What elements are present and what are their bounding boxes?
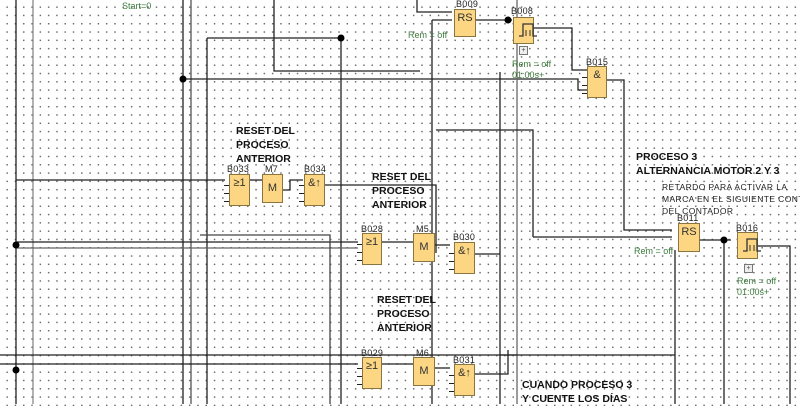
- comment-reset-3: RESET DEL PROCESO ANTERIOR: [377, 294, 436, 334]
- input-pin[interactable]: [357, 252, 362, 254]
- input-pin[interactable]: [299, 185, 304, 187]
- block-label: B028: [361, 224, 384, 234]
- junction-dot: [720, 236, 728, 244]
- block-symbol: &↑: [458, 367, 471, 379]
- rem-param: Rem = off: [408, 30, 448, 40]
- block-label: B031: [453, 355, 476, 365]
- block-symbol: ≥1: [365, 236, 379, 248]
- junction-dot: [504, 16, 512, 24]
- junction-dot: [337, 34, 345, 42]
- input-pin[interactable]: [357, 244, 362, 246]
- block-label: B015: [586, 57, 609, 67]
- wire[interactable]: [207, 37, 342, 404]
- input-pin[interactable]: [582, 77, 587, 79]
- block-label: B034: [304, 164, 327, 174]
- time-param: 01:00s+: [512, 70, 545, 80]
- input-pin[interactable]: [299, 201, 304, 203]
- block-symbol: &: [593, 69, 601, 81]
- rem-param: Rem = off: [512, 59, 552, 69]
- or-block-b033[interactable]: ≥1: [229, 174, 250, 206]
- block-label: B030: [453, 232, 476, 242]
- input-pin[interactable]: [357, 260, 362, 262]
- expand-icon[interactable]: +: [519, 46, 528, 55]
- wire[interactable]: [200, 234, 331, 404]
- wire[interactable]: [755, 245, 791, 404]
- input-pin[interactable]: [299, 193, 304, 195]
- rem-param: Rem = off: [737, 276, 777, 286]
- block-label: B029: [361, 348, 384, 358]
- input-pin[interactable]: [357, 384, 362, 386]
- input-pin[interactable]: [582, 85, 587, 87]
- block-symbol: RS: [681, 226, 697, 238]
- block-symbol: M: [419, 365, 429, 377]
- input-pin[interactable]: [449, 261, 454, 263]
- rs-latch-block-b011[interactable]: RS: [678, 223, 700, 252]
- block-symbol: &↑: [458, 245, 471, 257]
- comment-reset-2: RESET DEL PROCESO ANTERIOR: [372, 171, 431, 211]
- and-edge-block-b030[interactable]: &↑: [454, 242, 475, 274]
- block-label: B009: [456, 0, 479, 9]
- wire[interactable]: [325, 184, 437, 253]
- block-label: B016: [736, 223, 759, 233]
- block-symbol: &↑: [308, 177, 321, 189]
- input-pin[interactable]: [449, 391, 454, 393]
- comment-cuando-proceso-3: CUANDO PROCESO 3 Y CUENTE LOS DÍAS: [522, 379, 633, 405]
- time-param: 01:00s+: [737, 287, 770, 297]
- block-symbol: M: [267, 182, 278, 194]
- or-block-b029[interactable]: ≥1: [362, 357, 382, 389]
- input-pin[interactable]: [224, 193, 229, 195]
- input-pin[interactable]: [357, 376, 362, 378]
- block-label: B011: [677, 213, 699, 223]
- wire[interactable]: [436, 129, 534, 237]
- block-symbol: ≥1: [365, 360, 379, 372]
- comment-proceso-3: PROCESO 3 ALTERNANCIA MOTOR 2 Y 3: [636, 151, 780, 177]
- rs-latch-block-b009[interactable]: RS: [454, 9, 476, 37]
- input-pin[interactable]: [449, 253, 454, 255]
- or-block-b028[interactable]: ≥1: [362, 233, 382, 265]
- block-label: B008: [511, 6, 534, 16]
- block-label: M6: [416, 348, 430, 358]
- block-symbol: RS: [457, 12, 473, 24]
- block-symbol: M: [419, 241, 429, 253]
- wire[interactable]: [416, 0, 452, 13]
- block-label: M7: [265, 164, 279, 174]
- input-pin[interactable]: [449, 375, 454, 377]
- block-label: B033: [227, 164, 250, 174]
- marker-block-m6[interactable]: M: [413, 357, 435, 386]
- input-pin[interactable]: [582, 93, 587, 95]
- rem-param: Rem = off: [634, 246, 674, 256]
- pulse-timer-icon: [743, 238, 761, 252]
- input-pin[interactable]: [224, 201, 229, 203]
- wire[interactable]: [534, 27, 588, 71]
- and-edge-block-b034[interactable]: &↑: [304, 174, 325, 206]
- wire[interactable]: [273, 0, 420, 72]
- input-pin[interactable]: [449, 269, 454, 271]
- pulse-timer-icon: [519, 23, 537, 37]
- comment-retardo: RETARDO PARA ACTIVAR LA MARCA EN EL SIGU…: [662, 182, 800, 216]
- input-pin[interactable]: [449, 383, 454, 385]
- timer-block-b016[interactable]: [737, 232, 761, 259]
- junction-dot: [12, 366, 20, 374]
- junction-dot: [179, 75, 187, 83]
- wire[interactable]: [283, 179, 303, 191]
- wire[interactable]: [183, 78, 590, 91]
- block-label: M5: [416, 224, 430, 234]
- input-pin[interactable]: [224, 185, 229, 187]
- marker-block-m7[interactable]: M: [262, 174, 283, 203]
- input-pin[interactable]: [357, 368, 362, 370]
- timer-block-b008[interactable]: [513, 17, 537, 44]
- start-param: Start=0: [122, 1, 152, 11]
- expand-icon[interactable]: +: [744, 264, 753, 273]
- wire[interactable]: [607, 79, 672, 231]
- block-symbol: ≥1: [233, 177, 246, 189]
- marker-block-m5[interactable]: M: [413, 233, 435, 262]
- junction-dot: [12, 241, 20, 249]
- and-edge-block-b031[interactable]: &↑: [454, 364, 475, 396]
- comment-reset-1: RESET DEL PROCESO ANTERIOR: [236, 125, 295, 165]
- and-block-b015[interactable]: &: [587, 66, 607, 98]
- wire[interactable]: [474, 350, 509, 375]
